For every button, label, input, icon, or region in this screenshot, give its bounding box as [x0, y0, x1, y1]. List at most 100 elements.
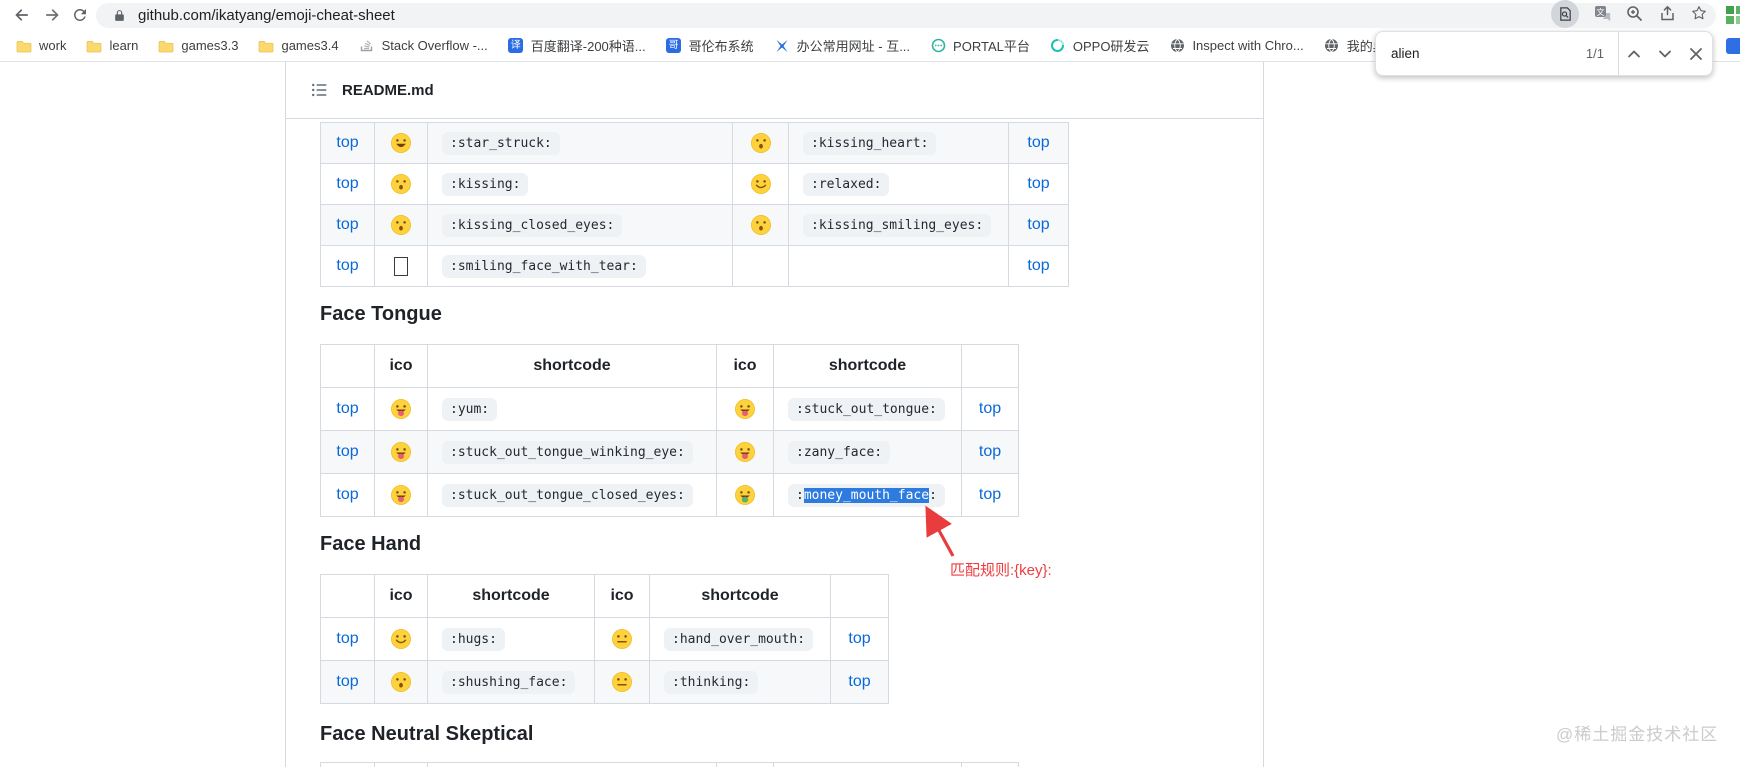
- top-link[interactable]: top: [336, 134, 359, 151]
- bookmark-item[interactable]: games3.4: [248, 33, 348, 59]
- globe-icon: [1169, 38, 1185, 53]
- globe-icon: [1324, 38, 1340, 53]
- column-header: shortcode: [773, 344, 962, 388]
- find-in-page-icon[interactable]: [1551, 0, 1579, 28]
- find-bar: alien 1/1: [1375, 31, 1713, 76]
- table-of-contents-icon[interactable]: [311, 82, 327, 98]
- top-link[interactable]: top: [336, 443, 359, 460]
- bookmark-label: Inspect with Chro...: [1192, 38, 1304, 53]
- find-previous-icon[interactable]: [1619, 36, 1650, 72]
- translate-icon[interactable]: 文: [1591, 2, 1613, 24]
- top-link[interactable]: top: [336, 216, 359, 233]
- find-next-icon[interactable]: [1650, 36, 1681, 72]
- bookmark-label: 办公常用网址 - 互...: [796, 39, 911, 54]
- find-match-highlight: money_mouth_face: [803, 488, 930, 503]
- shortcode-pill: :star_struck:: [442, 132, 560, 155]
- page-content: README.md top:star_struck::kissing_heart…: [0, 62, 1740, 767]
- find-close-icon[interactable]: [1681, 36, 1712, 72]
- shortcode-pill: :stuck_out_tongue_winking_eye:: [442, 441, 693, 464]
- top-link[interactable]: top: [848, 630, 871, 647]
- shortcode-pill: :thinking:: [664, 671, 759, 694]
- column-header: ico: [716, 344, 774, 388]
- top-link[interactable]: top: [1027, 257, 1050, 274]
- column-header: shortcode: [427, 574, 595, 618]
- top-link[interactable]: top: [978, 486, 1002, 503]
- bookmark-item[interactable]: Inspect with Chro...: [1159, 33, 1313, 59]
- share-icon[interactable]: [1656, 2, 1678, 24]
- table-row: top:yum::stuck_out_tongue:top: [320, 387, 1019, 431]
- bookmark-item[interactable]: learn: [76, 33, 148, 59]
- top-link[interactable]: top: [336, 400, 359, 417]
- bookmark-label: work: [39, 38, 67, 53]
- readme-box-right-border: [1263, 62, 1264, 767]
- bookmark-label: 百度翻译-200种语...: [530, 39, 646, 54]
- table-row: top:smiling_face_with_tear:top: [320, 245, 1069, 287]
- forward-icon[interactable]: [40, 3, 64, 27]
- top-link[interactable]: top: [1027, 134, 1050, 151]
- readme-box-left-border: [285, 62, 286, 767]
- stuck-out-tongue-winking-eye-icon: [390, 442, 412, 462]
- top-link[interactable]: top: [336, 630, 359, 647]
- column-header: ico: [594, 574, 650, 618]
- top-link[interactable]: top: [336, 486, 359, 503]
- table-row: top:stuck_out_tongue_winking_eye::zany_f…: [320, 430, 1019, 474]
- top-link[interactable]: top: [1027, 175, 1050, 192]
- missing-glyph-icon: [394, 256, 408, 276]
- shortcode-pill: :shushing_face:: [442, 671, 576, 694]
- bookmark-item[interactable]: 哥哥伦布系统: [656, 33, 764, 59]
- bookmark-label: games3.3: [181, 38, 239, 53]
- url-text[interactable]: github.com/ikatyang/emoji-cheat-sheet: [138, 7, 395, 24]
- teal-ring-icon: [930, 38, 946, 53]
- find-match-count: 1/1: [1585, 46, 1604, 61]
- bookmark-hidden-icon[interactable]: [1726, 38, 1740, 54]
- bookmark-item[interactable]: 办公常用网址 - 互...: [764, 33, 920, 59]
- blue-tile-icon: 哥: [666, 38, 682, 53]
- kissing-icon: [390, 174, 412, 194]
- top-link[interactable]: top: [848, 673, 871, 690]
- bookmark-item[interactable]: OPPO研发云: [1040, 33, 1160, 59]
- extension-icon[interactable]: [1726, 6, 1740, 29]
- top-link[interactable]: top: [1027, 216, 1050, 233]
- reload-icon[interactable]: [68, 3, 92, 27]
- find-input[interactable]: alien: [1391, 46, 1420, 61]
- thinking-icon: [611, 672, 633, 692]
- annotation-arrow: [898, 500, 968, 567]
- lock-icon[interactable]: [113, 8, 126, 23]
- partial-next-table: [320, 762, 1020, 767]
- kissing-smiling-eyes-icon: [750, 215, 772, 235]
- find-divider: [1618, 32, 1619, 75]
- section-heading-face-hand: Face Hand: [320, 533, 422, 555]
- shortcode-pill: :stuck_out_tongue_closed_eyes:: [442, 484, 693, 507]
- bookmark-item[interactable]: Stack Overflow -...: [349, 33, 498, 59]
- bookmark-item[interactable]: work: [6, 33, 76, 59]
- shortcode-pill: :hugs:: [442, 628, 505, 651]
- file-name: README.md: [342, 81, 434, 99]
- top-link[interactable]: top: [336, 175, 359, 192]
- folder-icon: [258, 39, 274, 53]
- zany-face-icon: [734, 442, 756, 462]
- table-row: top:hugs::hand_over_mouth:top: [320, 617, 889, 661]
- top-link[interactable]: top: [336, 257, 359, 274]
- money-mouth-face-icon: [734, 485, 756, 505]
- shortcode-pill: :relaxed:: [803, 173, 890, 196]
- top-link[interactable]: top: [978, 443, 1002, 460]
- bookmark-star-icon[interactable]: [1688, 2, 1710, 24]
- hugs-icon: [390, 629, 412, 649]
- address-bar[interactable]: github.com/ikatyang/emoji-cheat-sheet: [96, 3, 1716, 28]
- top-link[interactable]: top: [978, 400, 1002, 417]
- bookmark-item[interactable]: PORTAL平台: [920, 33, 1040, 59]
- bookmark-label: 哥伦布系统: [688, 39, 754, 54]
- zoom-in-icon[interactable]: [1623, 2, 1645, 24]
- yum-icon: [390, 399, 412, 419]
- shortcode-pill: :kissing_closed_eyes:: [442, 214, 623, 237]
- bookmark-item[interactable]: 译百度翻译-200种语...: [498, 33, 656, 59]
- stuck-out-tongue-closed-eyes-icon: [390, 485, 412, 505]
- back-icon[interactable]: [10, 3, 34, 27]
- bookmark-item[interactable]: games3.3: [148, 33, 248, 59]
- stack-overflow-icon: [359, 38, 375, 53]
- top-link[interactable]: top: [336, 673, 359, 690]
